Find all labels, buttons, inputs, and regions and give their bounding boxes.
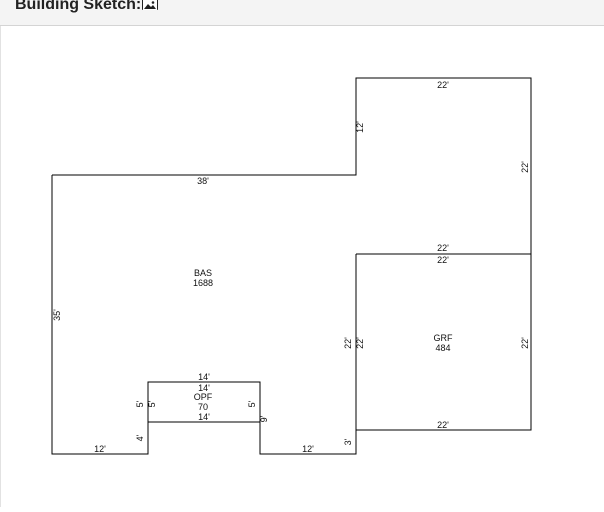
dimension-label: 5' xyxy=(135,400,145,407)
dimension-label: 12' xyxy=(302,444,314,454)
dimension-label: 22' xyxy=(355,337,365,349)
area-size-bas: 1688 xyxy=(193,278,213,288)
section-header: Building Sketch: xyxy=(0,0,604,26)
dimension-label: 14' xyxy=(198,412,210,422)
dimension-label: 22' xyxy=(437,420,449,430)
dimension-label: 5' xyxy=(247,400,257,407)
dimension-label: 9' xyxy=(259,415,269,422)
dimension-label: 22' xyxy=(520,161,530,173)
dimension-label: 22' xyxy=(437,255,449,265)
dimension-label: 12' xyxy=(94,444,106,454)
dimension-label: 12' xyxy=(355,121,365,133)
dimension-label: 22' xyxy=(343,337,353,349)
area-code-bas: BAS xyxy=(194,268,212,278)
dimension-label: 4' xyxy=(135,434,145,441)
dimension-label: 38' xyxy=(197,176,209,186)
sketch-canvas: BAS 1688 GRF 484 OPF 70 22' 38' 22' 22' … xyxy=(0,26,604,507)
area-code-opf: OPF xyxy=(194,392,213,402)
dimension-label: 35' xyxy=(52,309,62,321)
dimension-label: 22' xyxy=(437,243,449,253)
area-size-opf: 70 xyxy=(198,402,208,412)
picture-icon[interactable] xyxy=(142,0,158,10)
dimension-label: 22' xyxy=(437,80,449,90)
building-outline xyxy=(51,77,532,455)
dimension-label: 5' xyxy=(147,400,157,407)
area-code-grf: GRF xyxy=(434,333,454,343)
building-sketch-diagram: BAS 1688 GRF 484 OPF 70 22' 38' 22' 22' … xyxy=(51,77,532,455)
dimension-label: 14' xyxy=(198,383,210,393)
dimension-label: 14' xyxy=(198,372,210,382)
dimension-label: 22' xyxy=(520,337,530,349)
building-sketch-title: Building Sketch: xyxy=(15,0,142,13)
dimension-label: 3' xyxy=(343,438,353,445)
area-size-grf: 484 xyxy=(435,343,450,353)
